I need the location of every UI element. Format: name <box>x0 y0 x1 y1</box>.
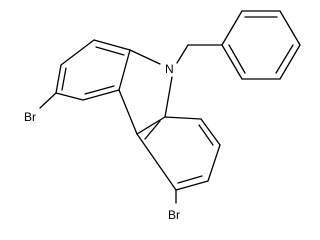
carbazole-pyrrole-ring <box>118 49 173 135</box>
benzyl-linker <box>176 44 223 64</box>
bond-c-br-left <box>39 92 57 109</box>
ring-double-bond <box>198 124 214 146</box>
ring-bond <box>60 39 95 66</box>
ring-bond <box>175 180 209 191</box>
bromine-label-bottom: Br <box>168 208 180 222</box>
ring-bond <box>164 76 173 118</box>
carbazole-right-ring <box>136 116 221 191</box>
ring-double-bond <box>144 120 161 140</box>
molecule-structure: N Br Br <box>24 10 301 222</box>
ring-bond <box>136 133 177 191</box>
carbazole-left-ring <box>55 39 131 101</box>
ring-double-bond <box>61 67 67 91</box>
bromine-label-left: Br <box>24 110 36 124</box>
ring-double-bond <box>95 46 125 56</box>
ring-bond <box>118 89 138 135</box>
phenyl-bond <box>279 44 301 80</box>
ring-bond <box>164 116 202 120</box>
ring-bond <box>93 39 131 51</box>
phenyl-bond <box>279 10 301 46</box>
phenyl-double-bond <box>228 44 246 74</box>
phenyl-ring <box>221 10 301 80</box>
ring-bond <box>207 144 221 182</box>
ring-bond <box>55 64 62 94</box>
phenyl-bond <box>221 10 243 46</box>
ring-bond <box>118 49 131 91</box>
ring-bond <box>55 92 84 101</box>
phenyl-bond <box>221 44 243 80</box>
ring-bond <box>136 116 166 135</box>
ring-bond <box>129 49 161 65</box>
nitrogen-label: N <box>165 62 174 76</box>
ring-bond <box>200 118 221 146</box>
ring-double-bond <box>177 175 203 184</box>
ring-double-bond <box>84 85 115 95</box>
bond-n-ch2 <box>176 44 189 64</box>
phenyl-double-bond <box>275 44 294 74</box>
ring-bond <box>82 89 120 101</box>
